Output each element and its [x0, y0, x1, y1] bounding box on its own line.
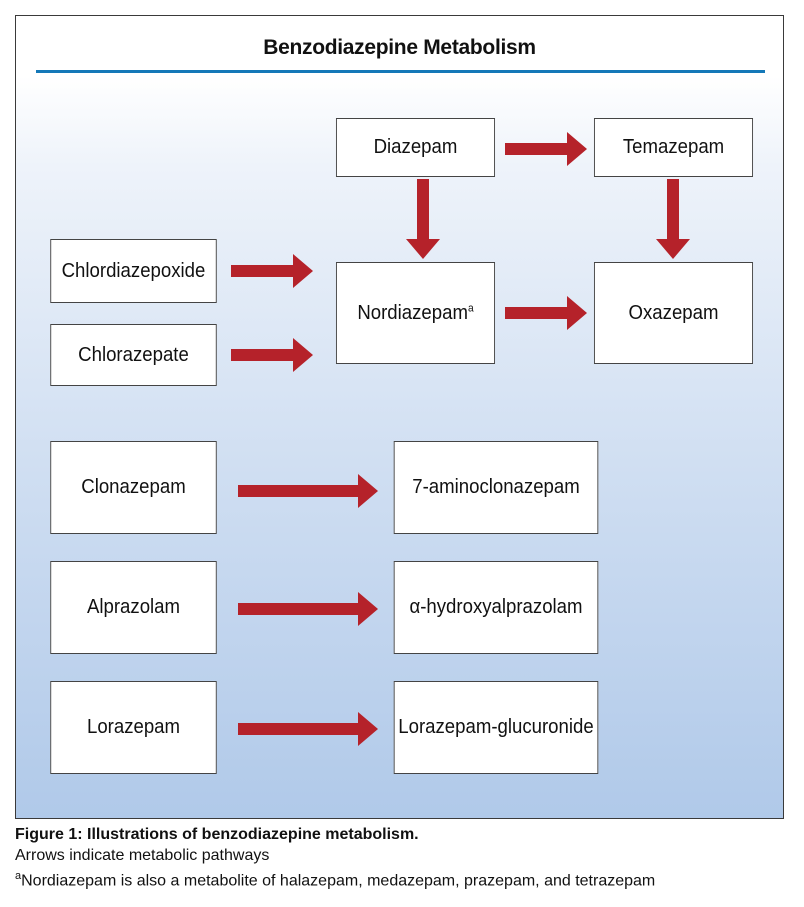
node-temazepam: Temazepam	[593, 118, 754, 177]
node-alpha-hydroxyalprazolam: α-hydroxyalprazolam	[393, 561, 599, 654]
node-lorazepam-glucuronide: Lorazepam-glucuronide	[393, 681, 599, 774]
node-label: 7-aminoclonazepam	[412, 476, 580, 498]
node-label: Lorazepam	[86, 716, 181, 738]
arrow-diazepam-to-temazepam	[505, 132, 587, 166]
node-label-text: Nordiazepam	[357, 301, 468, 324]
node-nordiazepam: Nordiazepama	[335, 262, 496, 364]
arrow-nordiazepam-to-oxazepam	[505, 296, 587, 330]
node-lorazepam: Lorazepam	[50, 681, 217, 774]
node-label: Nordiazepama	[357, 302, 473, 325]
node-label: Chlordiazepoxide	[61, 259, 206, 282]
caption-title: Figure 1: Illustrations of benzodiazepin…	[15, 826, 419, 843]
arrow-alprazolam-to-hydroxyalprazolam	[238, 592, 378, 626]
diagram-panel: Benzodiazepine Metabolism Diazepam Temaz…	[15, 15, 784, 819]
diagram-title: Benzodiazepine Metabolism	[263, 36, 536, 59]
node-diazepam: Diazepam	[335, 118, 496, 177]
node-chlorazepate: Chlorazepate	[50, 324, 217, 386]
arrow-chlorazepate-to-nordiazepam	[231, 338, 313, 372]
node-label: Lorazepam-glucuronide	[398, 716, 594, 738]
node-alprazolam: Alprazolam	[50, 561, 217, 654]
node-label: Chlorazepate	[78, 343, 189, 366]
node-label: Diazepam	[373, 136, 458, 158]
node-7-aminoclonazepam: 7-aminoclonazepam	[393, 441, 599, 534]
title-rule	[36, 70, 765, 73]
arrow-clonazepam-to-7-aminoclonazepam	[238, 474, 378, 508]
node-clonazepam: Clonazepam	[50, 441, 217, 534]
node-label: Oxazepam	[628, 301, 719, 324]
arrow-diazepam-to-nordiazepam	[406, 179, 440, 259]
arrow-temazepam-to-oxazepam	[656, 179, 690, 259]
arrow-chlordiazepoxide-to-nordiazepam	[231, 254, 313, 288]
caption-footnote: aNordiazepam is also a metabolite of hal…	[15, 866, 790, 891]
node-label: Temazepam	[622, 136, 725, 158]
footnote-mark: a	[467, 301, 474, 314]
figure-caption: Figure 1: Illustrations of benzodiazepin…	[15, 824, 790, 891]
arrow-lorazepam-to-glucuronide	[238, 712, 378, 746]
caption-line: Arrows indicate metabolic pathways	[15, 847, 270, 864]
node-label: Clonazepam	[81, 476, 186, 498]
footnote-text: Nordiazepam is also a metabolite of hala…	[21, 872, 656, 890]
node-label: α-hydroxyalprazolam	[409, 596, 583, 618]
node-oxazepam: Oxazepam	[593, 262, 754, 364]
node-chlordiazepoxide: Chlordiazepoxide	[50, 239, 217, 303]
node-label: Alprazolam	[86, 596, 181, 618]
footnote-mark: a	[15, 870, 22, 882]
